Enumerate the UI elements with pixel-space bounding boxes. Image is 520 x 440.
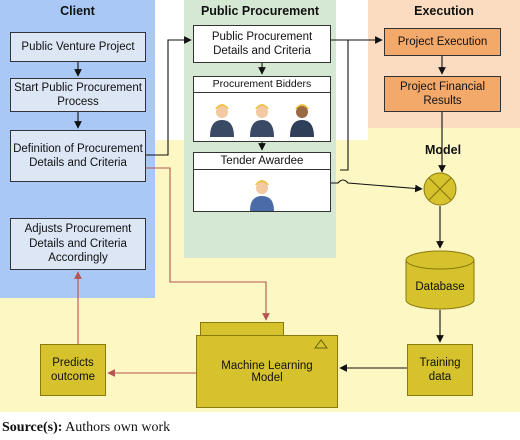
execution-panel-title: Execution [414, 4, 474, 18]
bidder-3-icon [288, 97, 316, 142]
caption-label: Source(s): [2, 420, 63, 435]
arrow-details-to-execution [331, 39, 349, 171]
database-label: Database [415, 281, 465, 293]
ml-model-box: Machine Learning Model [196, 322, 338, 408]
ml-model-label: Machine Learning Model [221, 359, 313, 384]
public-venture-project-box: Public Venture Project [10, 32, 146, 62]
model-panel-upper [368, 128, 520, 148]
combiner-circle [423, 172, 457, 206]
client-panel-title: Client [60, 4, 95, 18]
awardee-box: Tender Awardee [193, 152, 331, 212]
awardee-title: Tender Awardee [194, 153, 330, 170]
procurement-details-box: Public Procurement Details and Criteria [193, 25, 331, 63]
financial-results-box: Project Financial Results [384, 76, 501, 112]
package-triangle-icon [314, 339, 328, 349]
awardee-icon [248, 173, 276, 216]
training-data-box: Training data [407, 344, 473, 396]
bidders-box: Procurement Bidders [193, 76, 331, 142]
predicts-outcome-box: Predicts outcome [40, 344, 106, 396]
start-procurement-box: Start Public Procurement Process [10, 78, 146, 112]
model-panel-title: Model [424, 143, 462, 157]
adjusts-box: Adjusts Procurement Details and Criteria… [10, 218, 146, 270]
source-caption: Source(s): Authors own work [2, 420, 170, 436]
procurement-panel-title: Public Procurement [200, 4, 320, 18]
arrow-awardee-to-combiner [331, 179, 423, 193]
project-execution-box: Project Execution [384, 28, 501, 56]
bidder-1-icon [208, 97, 236, 142]
arrow-definition-to-model [146, 167, 270, 321]
bidders-title: Procurement Bidders [194, 77, 330, 93]
database-cylinder: Database [405, 250, 475, 310]
definition-box: Definition of Procurement Details and Cr… [10, 130, 146, 182]
caption-text: Authors own work [62, 420, 171, 435]
arrow-definition-to-procurement [146, 36, 192, 156]
bidder-2-icon [248, 97, 276, 142]
